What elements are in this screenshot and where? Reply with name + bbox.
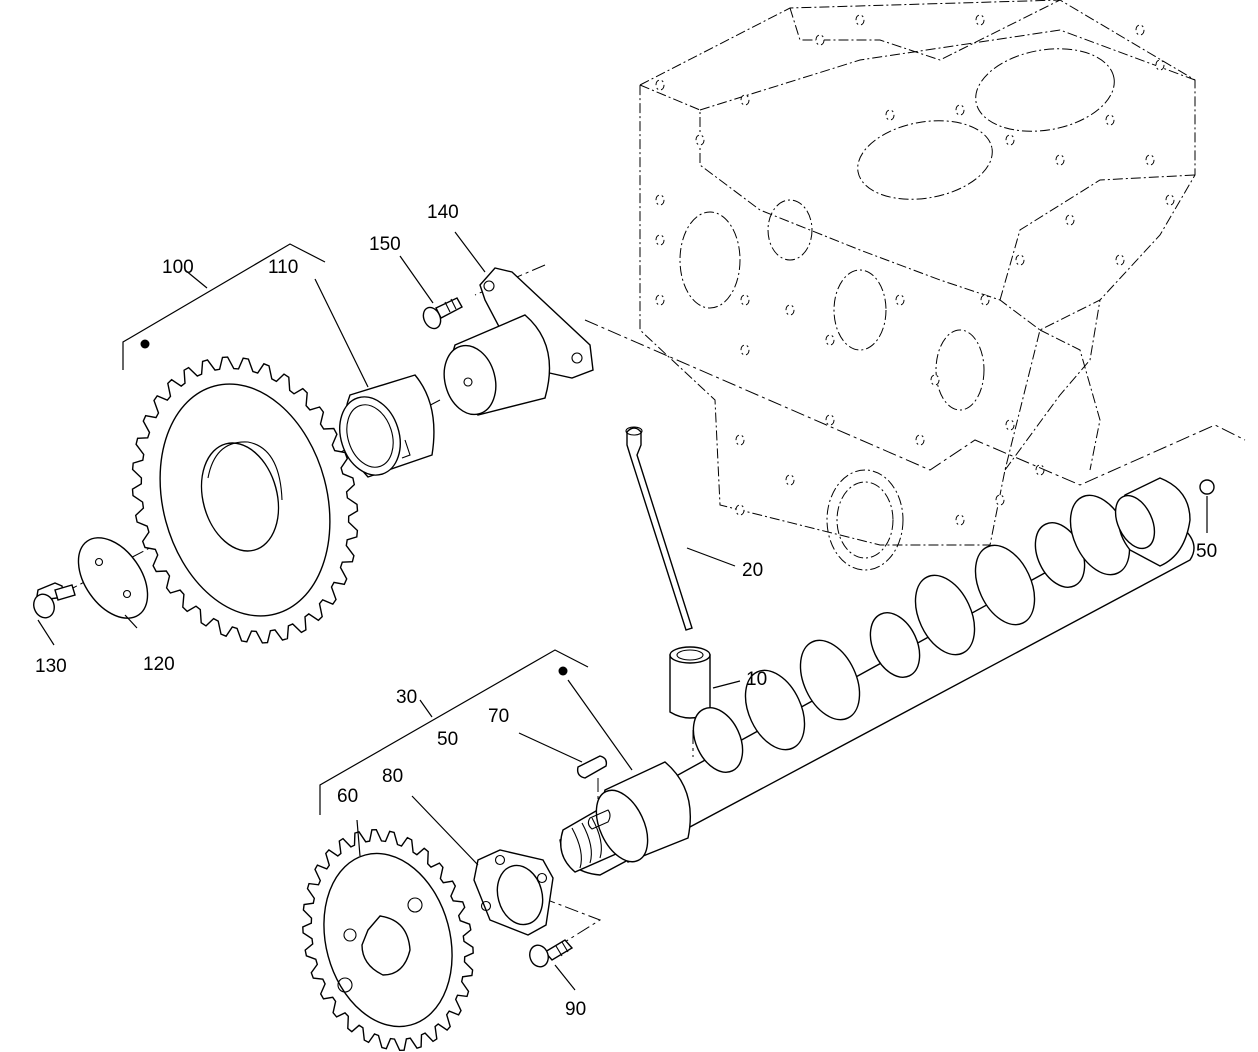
block-hole <box>995 494 1005 506</box>
callout-50-ball: 50 <box>1196 541 1217 562</box>
callout-70: 70 <box>488 706 509 727</box>
callout-labels: 10 20 30 50 50 60 70 80 90 100 110 120 1… <box>35 202 1217 1020</box>
block-hole <box>1065 214 1075 226</box>
leader-lines <box>37 231 1208 991</box>
block-hole <box>975 14 985 26</box>
cam-lobe <box>974 544 1036 626</box>
bolt-90 <box>529 939 574 968</box>
block-hole <box>1145 154 1155 166</box>
block-hole <box>980 294 990 306</box>
block-hole <box>740 294 750 306</box>
block-hole <box>1035 464 1045 476</box>
block-hole <box>895 294 905 306</box>
block-hole <box>815 34 825 46</box>
idler-shaft-140 <box>443 267 594 416</box>
block-hole <box>655 294 665 306</box>
block-hole <box>915 434 925 446</box>
bolt-150 <box>422 297 463 330</box>
thrust-plate-120 <box>77 537 149 619</box>
engine-block-phantom <box>639 0 1196 571</box>
block-hole <box>955 104 965 116</box>
block-hole <box>1005 419 1015 431</box>
block-hole <box>825 414 835 426</box>
camshaft-gear-60 <box>302 828 474 1052</box>
cam-lobe <box>914 574 976 656</box>
cam-lobe <box>744 669 806 751</box>
block-hole <box>885 109 895 121</box>
block-hole <box>1135 24 1145 36</box>
block-hole <box>735 434 745 446</box>
callout-20: 20 <box>742 560 763 581</box>
block-hole <box>1155 59 1165 71</box>
callout-110: 110 <box>268 257 298 278</box>
callout-150: 150 <box>369 234 401 255</box>
block-hole <box>930 374 940 386</box>
block-hole <box>1105 114 1115 126</box>
steel-ball-50 <box>1199 479 1215 495</box>
callout-50-assembly: 50 <box>437 729 458 750</box>
block-hole <box>785 304 795 316</box>
push-rod-20 <box>625 426 693 631</box>
block-hole <box>855 14 865 26</box>
block-hole <box>825 334 835 346</box>
assembly-brackets <box>122 243 589 815</box>
block-hole <box>735 504 745 516</box>
idler-gear-100 <box>131 356 359 644</box>
block-hole <box>785 474 795 486</box>
callout-60: 60 <box>337 786 358 807</box>
block-hole <box>655 79 665 91</box>
woodruff-key-70 <box>576 755 608 779</box>
assembly-dot-100 <box>140 339 150 349</box>
block-hole <box>1015 254 1025 266</box>
cam-lobe <box>692 707 744 773</box>
block-hole <box>695 134 705 146</box>
block-hole <box>1055 154 1065 166</box>
block-hole <box>740 94 750 106</box>
callout-130: 130 <box>35 656 67 677</box>
callout-140: 140 <box>427 202 459 223</box>
cam-lobe <box>869 612 921 678</box>
block-hole <box>1115 254 1125 266</box>
camshaft-thrust-plate-80 <box>473 849 554 936</box>
block-hole <box>1165 194 1175 206</box>
block-hole <box>955 514 965 526</box>
block-hole <box>740 344 750 356</box>
block-hole <box>655 194 665 206</box>
callout-100: 100 <box>162 257 194 278</box>
callout-80: 80 <box>382 766 403 787</box>
bolt-130 <box>33 582 76 619</box>
assembly-dot-30 <box>558 666 568 676</box>
bushing-110 <box>339 374 435 478</box>
cam-lobe <box>799 639 861 721</box>
camshaft <box>559 477 1195 876</box>
callout-120: 120 <box>143 654 175 675</box>
callout-10: 10 <box>746 669 767 690</box>
block-hole <box>655 234 665 246</box>
tappet-10 <box>669 646 711 719</box>
callout-90: 90 <box>565 999 586 1020</box>
block-hole <box>1005 134 1015 146</box>
callout-30: 30 <box>396 687 417 708</box>
engine-block-holes <box>655 14 1175 526</box>
